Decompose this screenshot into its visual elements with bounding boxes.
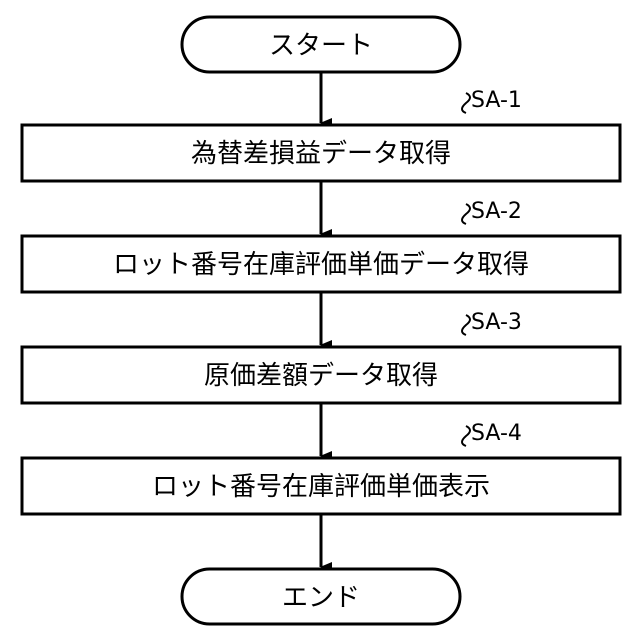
start-label: スタート [269,31,373,61]
step-id-hook-sa2 [462,204,470,224]
step-label-sa2: ロット番号在庫評価単価データ取得 [113,250,529,280]
step-id-hook-sa1 [462,93,470,113]
end-terminal: エンド [182,569,460,624]
step-id-sa2: SA-2 [471,199,522,224]
step-label-sa3: 原価差額データ取得 [204,361,438,391]
step-id-hook-sa4 [462,426,470,446]
step-id-hook-sa3 [462,315,470,335]
step-label-sa4: ロット番号在庫評価単価表示 [152,472,490,502]
step-id-sa3: SA-3 [471,310,522,335]
step-id-sa1: SA-1 [471,88,522,113]
start-terminal: スタート [182,17,460,72]
step-label-sa1: 為替差損益データ取得 [191,139,451,169]
step-id-sa4: SA-4 [471,421,522,446]
end-label: エンド [282,583,360,613]
